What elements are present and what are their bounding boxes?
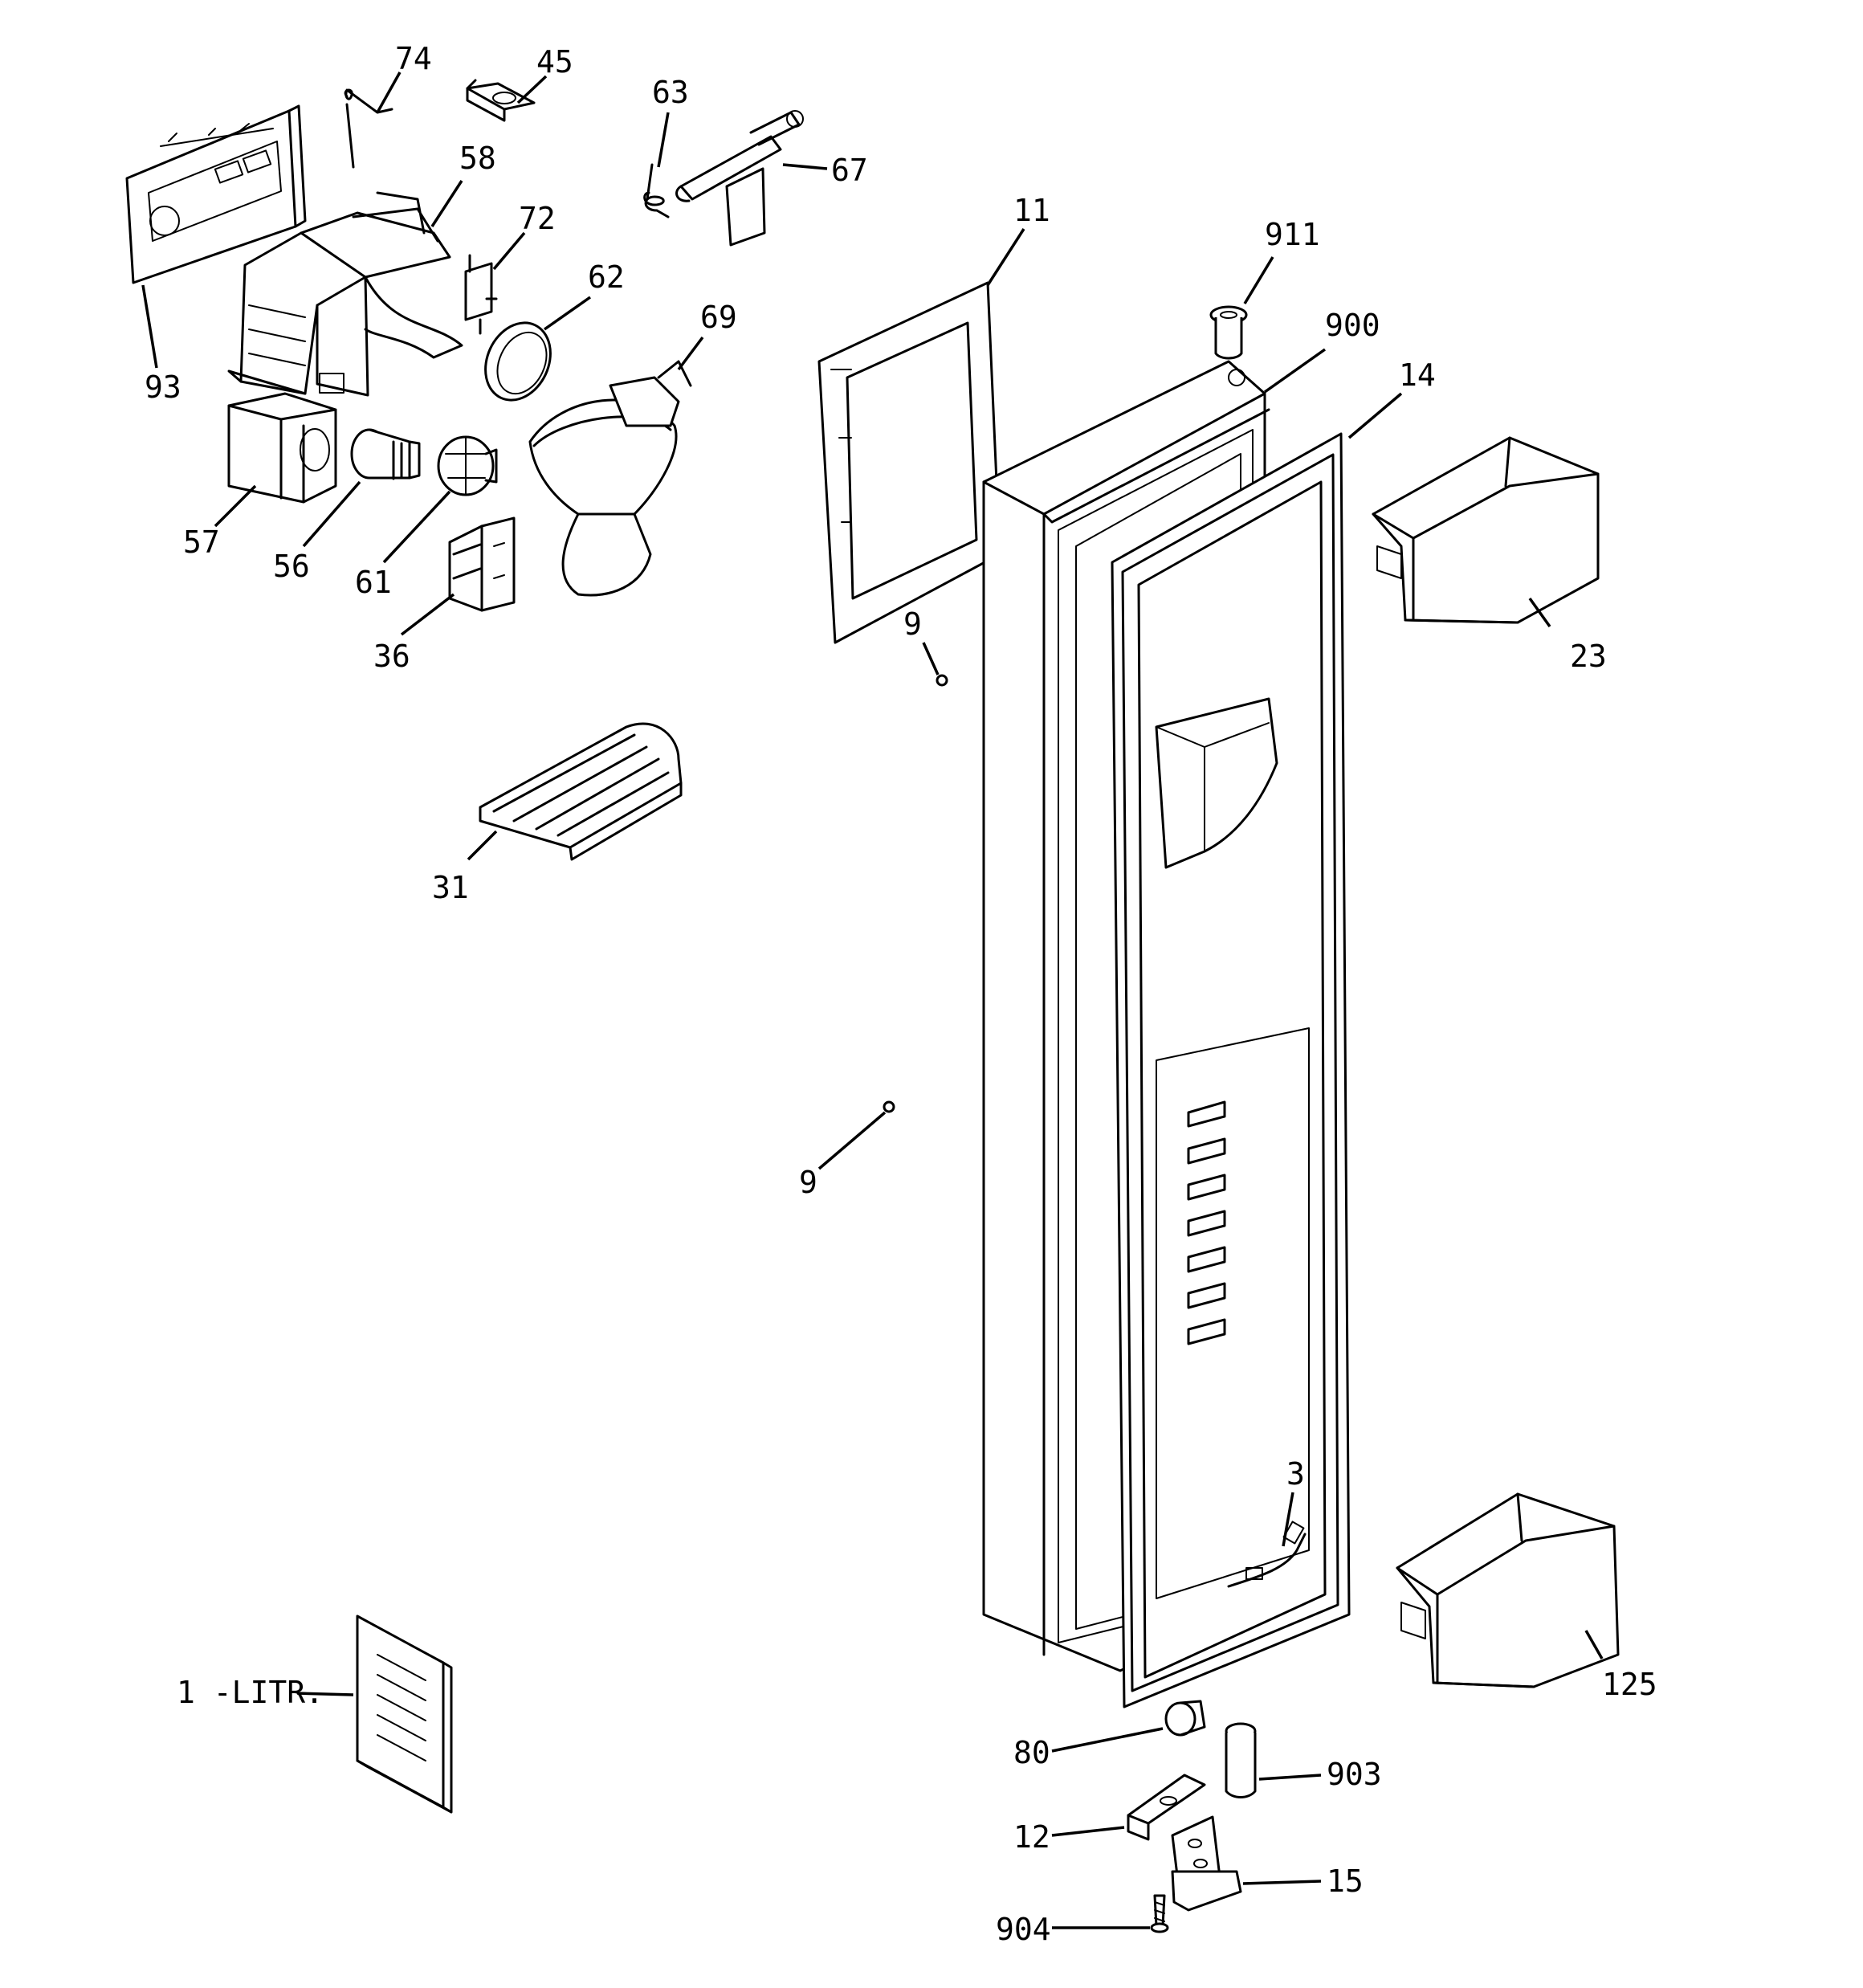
callout-93: 93: [145, 369, 181, 405]
part-31-drip-tray: [479, 722, 683, 861]
part-56-cylinder: [350, 428, 421, 480]
part-12-plate: [1127, 1774, 1206, 1841]
callout-72: 72: [519, 201, 556, 236]
callout-23: 23: [1570, 639, 1607, 674]
callout-904: 904: [996, 1912, 1051, 1947]
callout-36: 36: [373, 639, 410, 674]
callout-45: 45: [536, 44, 573, 80]
callout-63: 63: [652, 75, 689, 110]
callout-15: 15: [1327, 1863, 1364, 1899]
leader-lines: [141, 71, 1604, 1929]
part-23-door-bin: [1372, 436, 1600, 624]
callout-67: 67: [831, 153, 868, 188]
callout-12: 12: [1013, 1819, 1050, 1855]
callout-80: 80: [1013, 1735, 1050, 1770]
part-93-control-panel: [125, 104, 307, 284]
callout-62: 62: [588, 259, 625, 295]
callout-14: 14: [1399, 357, 1436, 393]
callout-1: 1 -LITR.: [177, 1675, 324, 1710]
part-911-bushing: [1209, 305, 1248, 360]
part-58-housing: [227, 191, 463, 397]
part-72-switch: [464, 254, 498, 335]
part-14-gasket: [1111, 432, 1351, 1708]
callout-57: 57: [183, 525, 220, 560]
callout-labels: 74 45 63 67 58 72 62 69 93 11 911 900 14…: [145, 41, 1657, 1947]
part-3-wire-harness: [1227, 1521, 1307, 1588]
callout-11: 11: [1013, 193, 1050, 228]
part-36-bracket: [448, 516, 516, 612]
part-9a-screw: [936, 674, 948, 687]
part-63-spring: [643, 163, 670, 218]
part-903-bushing: [1225, 1722, 1257, 1798]
part-69-funnel: [528, 360, 692, 597]
callout-61: 61: [355, 565, 392, 600]
part-125-door-bin: [1396, 1492, 1620, 1688]
callout-903: 903: [1327, 1757, 1382, 1792]
callout-9b: 9: [799, 1165, 817, 1200]
part-11-liner: [817, 281, 1001, 644]
callout-74: 74: [395, 41, 432, 76]
part-1-literature: [356, 1614, 453, 1814]
callout-58: 58: [459, 141, 496, 176]
part-57-cover: [227, 392, 337, 504]
callout-9a: 9: [903, 606, 922, 642]
callout-900: 900: [1325, 308, 1380, 343]
callout-56: 56: [273, 549, 310, 584]
part-15-hinge: [1171, 1815, 1242, 1912]
callout-125: 125: [1602, 1667, 1657, 1702]
callout-31: 31: [432, 870, 469, 905]
part-45-bracket: [466, 79, 536, 122]
part-80-plug: [1164, 1700, 1206, 1737]
part-904-screw: [1150, 1894, 1169, 1933]
part-61-impeller: [437, 435, 498, 496]
part-67-lever: [675, 110, 804, 247]
callout-3: 3: [1286, 1456, 1305, 1492]
part-9b-screw: [883, 1100, 895, 1113]
callout-911: 911: [1265, 217, 1320, 252]
callout-69: 69: [700, 300, 737, 335]
part-62-ring: [484, 321, 552, 402]
part-74-spring: [344, 88, 393, 169]
